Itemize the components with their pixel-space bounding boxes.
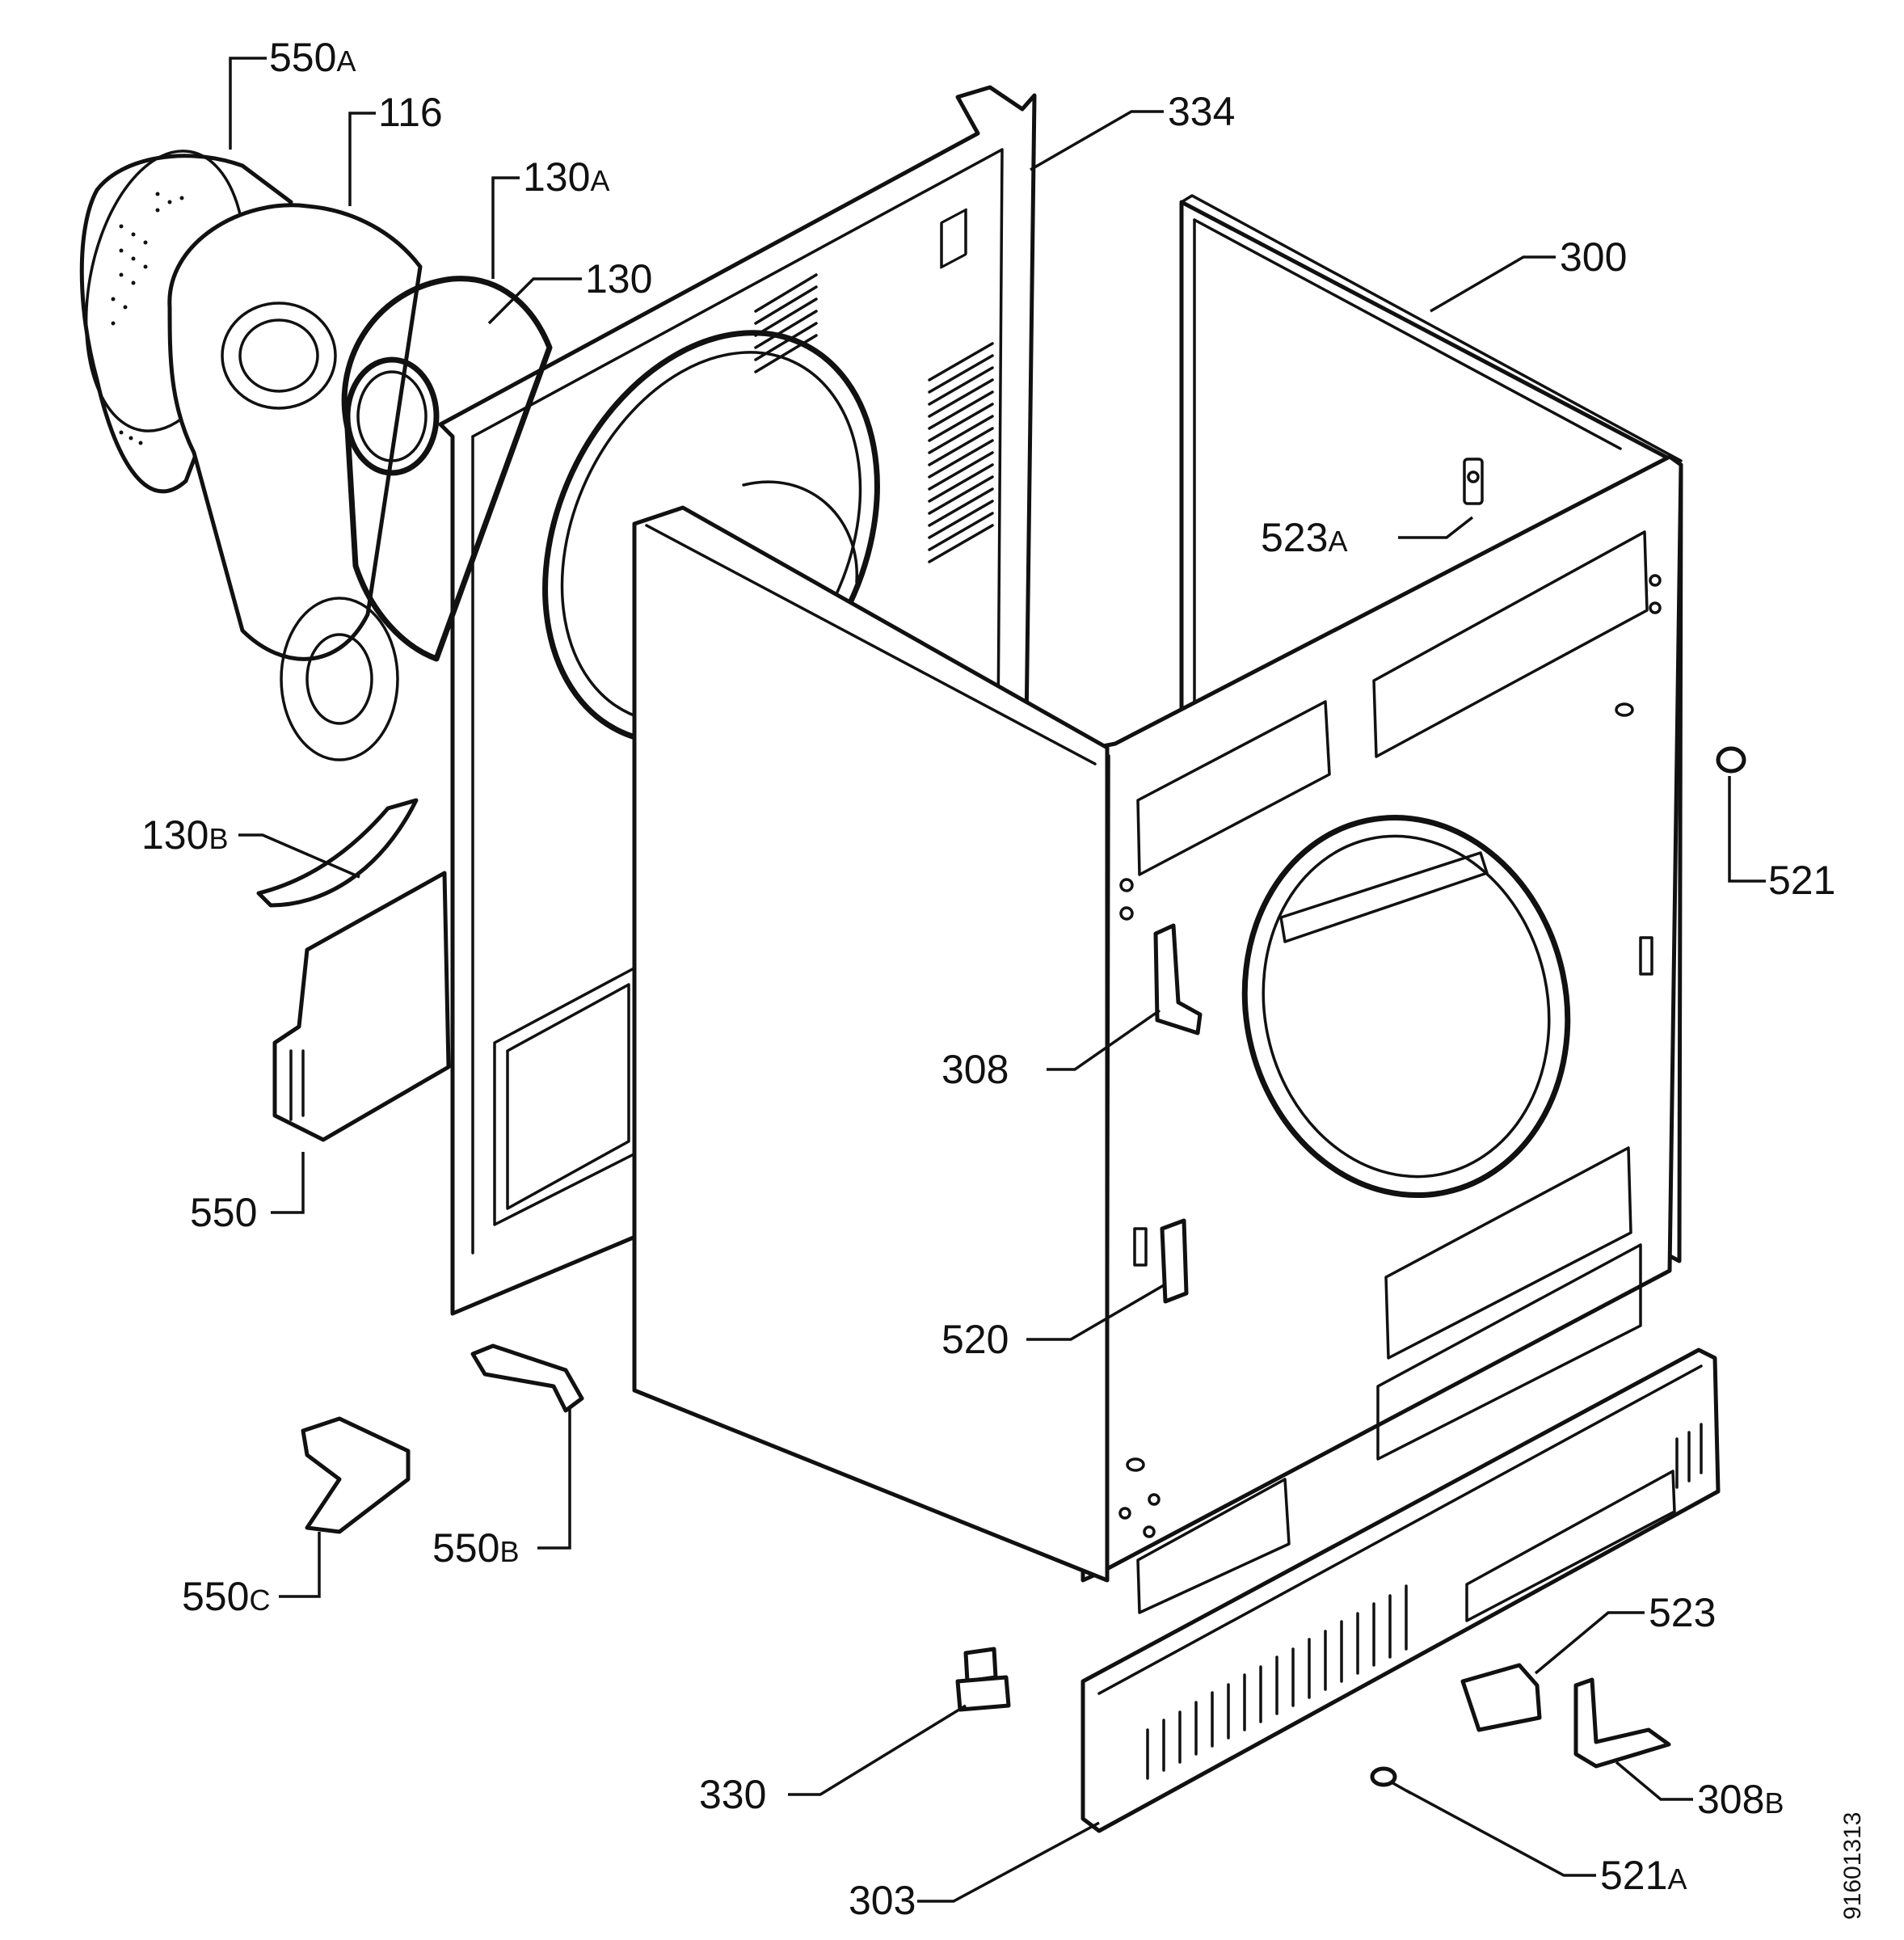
callout-130b: 130B <box>141 812 228 858</box>
callout-550c: 550C <box>182 1574 270 1619</box>
plinth-panel <box>1080 1347 1721 1833</box>
bracket-308b <box>1573 1677 1671 1769</box>
callout-550a: 550A <box>269 35 356 80</box>
plinth-vents <box>1146 1423 1703 1780</box>
adjustable-foot-330 <box>955 1647 1011 1712</box>
callout-130a: 130A <box>523 154 609 200</box>
callout-521a: 521A <box>1600 1853 1687 1898</box>
callout-300: 300 <box>1560 234 1627 280</box>
callout-521: 521 <box>1768 858 1835 903</box>
document-number: 91601313 <box>1839 1812 1866 1920</box>
gasket-strip-130b <box>256 798 419 908</box>
bracket-308 <box>1153 923 1203 1035</box>
callout-308: 308 <box>941 1047 1009 1092</box>
back-panel-vents <box>754 273 994 563</box>
callout-308b: 308B <box>1697 1777 1784 1822</box>
plug-521 <box>1716 746 1746 774</box>
screw-521a <box>1370 1766 1412 1794</box>
callout-550: 550 <box>190 1190 257 1235</box>
plate-523 <box>1460 1663 1542 1732</box>
callout-550b: 550B <box>432 1525 519 1571</box>
leader-lines <box>229 57 1766 1903</box>
callout-330: 330 <box>699 1772 766 1817</box>
cabinet-front-panel <box>632 505 1110 1583</box>
callout-130: 130 <box>585 256 652 302</box>
callout-116: 116 <box>378 90 443 135</box>
callout-334: 334 <box>1168 89 1235 134</box>
fan-housing-assembly <box>79 150 553 761</box>
callout-520: 520 <box>941 1317 1009 1362</box>
fan-grille-dots <box>111 192 184 445</box>
callout-labels: 550A 116 130A 130 334 300 523A 521 130B … <box>141 35 1835 1923</box>
duct-550 <box>272 871 451 1142</box>
callout-303: 303 <box>849 1878 916 1923</box>
callout-523a: 523A <box>1261 515 1347 560</box>
clip-550c <box>301 1416 411 1534</box>
latch-520 <box>1160 1218 1189 1304</box>
callout-523: 523 <box>1649 1590 1716 1635</box>
clip-550b <box>470 1343 584 1413</box>
cabinet-body <box>1080 194 1683 1614</box>
